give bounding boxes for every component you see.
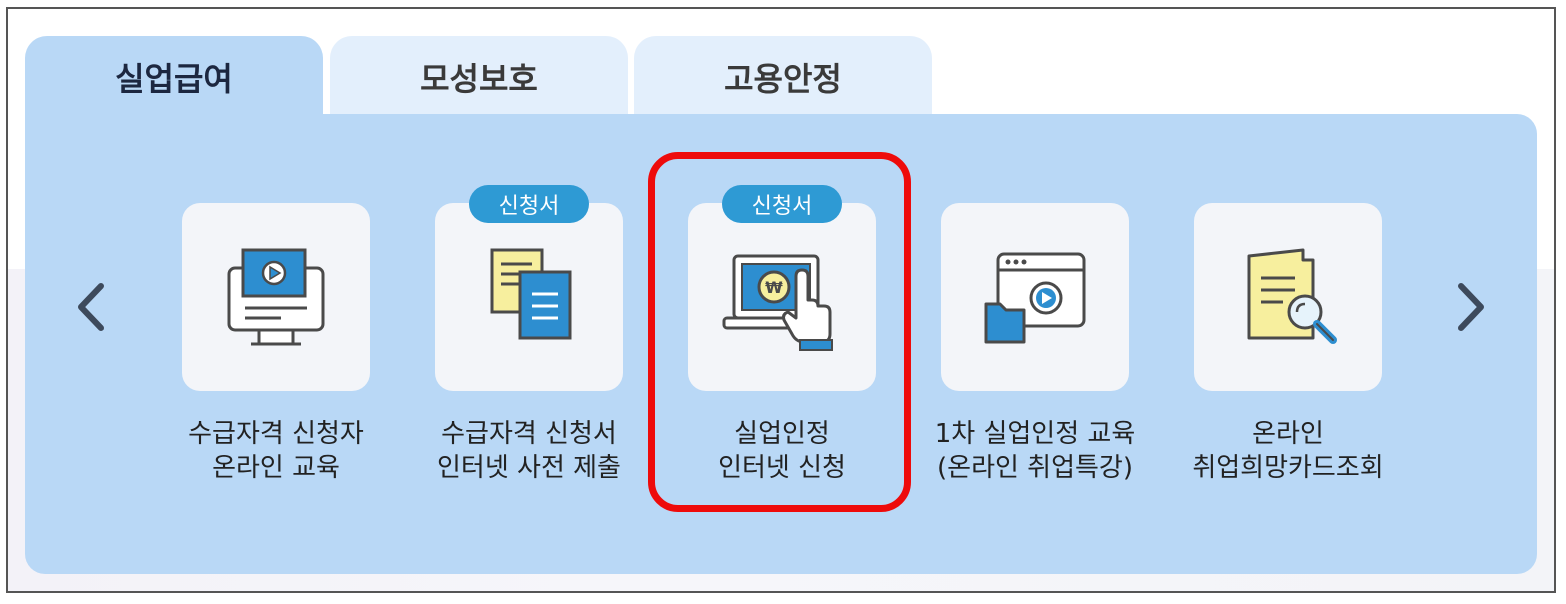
service-item-job-card-inquiry[interactable]: 온라인 취업희망카드조회 [1163,203,1413,493]
service-card[interactable] [1194,203,1382,391]
service-label-line1: 수급자격 신청서 [441,419,617,449]
monitor-play-icon [227,248,325,346]
document-search-icon [1247,248,1337,344]
tab-employment-stability[interactable]: 고용안정 [634,36,932,126]
service-label-line1: 1차 실업인정 교육 [934,419,1136,449]
service-label-line2: 온라인 교육 [212,453,340,483]
tab-label: 실업급여 [115,60,233,98]
service-item-application-submission[interactable]: 신청서 수급자격 신청서 인터넷 사전 제출 [404,185,654,493]
carousel-next-button[interactable] [1452,279,1492,335]
service-label-line2: 인터넷 사전 제출 [437,453,621,483]
service-label-line1: 온라인 [1252,419,1324,449]
application-badge: 신청서 [722,185,842,223]
tab-label: 모성보호 [420,60,538,98]
documents-icon [490,248,572,340]
service-label-line1: 수급자격 신청자 [188,419,364,449]
service-card[interactable] [182,203,370,391]
chevron-right-icon [1458,283,1484,331]
service-item-online-education[interactable]: 수급자격 신청자 온라인 교육 [151,203,401,493]
service-item-first-education[interactable]: 1차 실업인정 교육 (온라인 취업특강) [910,203,1160,493]
laptop-touch-icon: ₩ [722,254,833,351]
carousel-prev-button[interactable] [70,279,110,335]
service-label-line2: 취업희망카드조회 [1192,453,1384,483]
tab-unemployment-benefit[interactable]: 실업급여 [25,36,323,126]
service-card[interactable] [435,203,623,391]
service-label-line1: 실업인정 [734,419,830,449]
tab-maternity-protection[interactable]: 모성보호 [330,36,628,126]
service-label: 수급자격 신청서 인터넷 사전 제출 [384,417,674,485]
tab-label: 고용안정 [724,60,842,98]
application-badge: 신청서 [469,185,589,223]
svg-text:₩: ₩ [765,278,783,297]
service-label-line2: 인터넷 신청 [718,453,846,483]
video-folder-icon [984,252,1086,344]
service-item-unemployment-recognition[interactable]: 신청서 ₩ 실업인정 인터넷 신청 [657,185,907,493]
chevron-left-icon [78,283,104,331]
service-label: 수급자격 신청자 온라인 교육 [131,417,421,485]
service-card[interactable]: ₩ [688,203,876,391]
screenshot-frame: 실업급여 모성보호 고용안정 [6,7,1556,593]
service-label: 온라인 취업희망카드조회 [1143,417,1433,485]
service-label-line2: (온라인 취업특강) [937,453,1133,483]
service-label: 1차 실업인정 교육 (온라인 취업특강) [890,417,1180,485]
service-label: 실업인정 인터넷 신청 [637,417,927,485]
service-card[interactable] [941,203,1129,391]
